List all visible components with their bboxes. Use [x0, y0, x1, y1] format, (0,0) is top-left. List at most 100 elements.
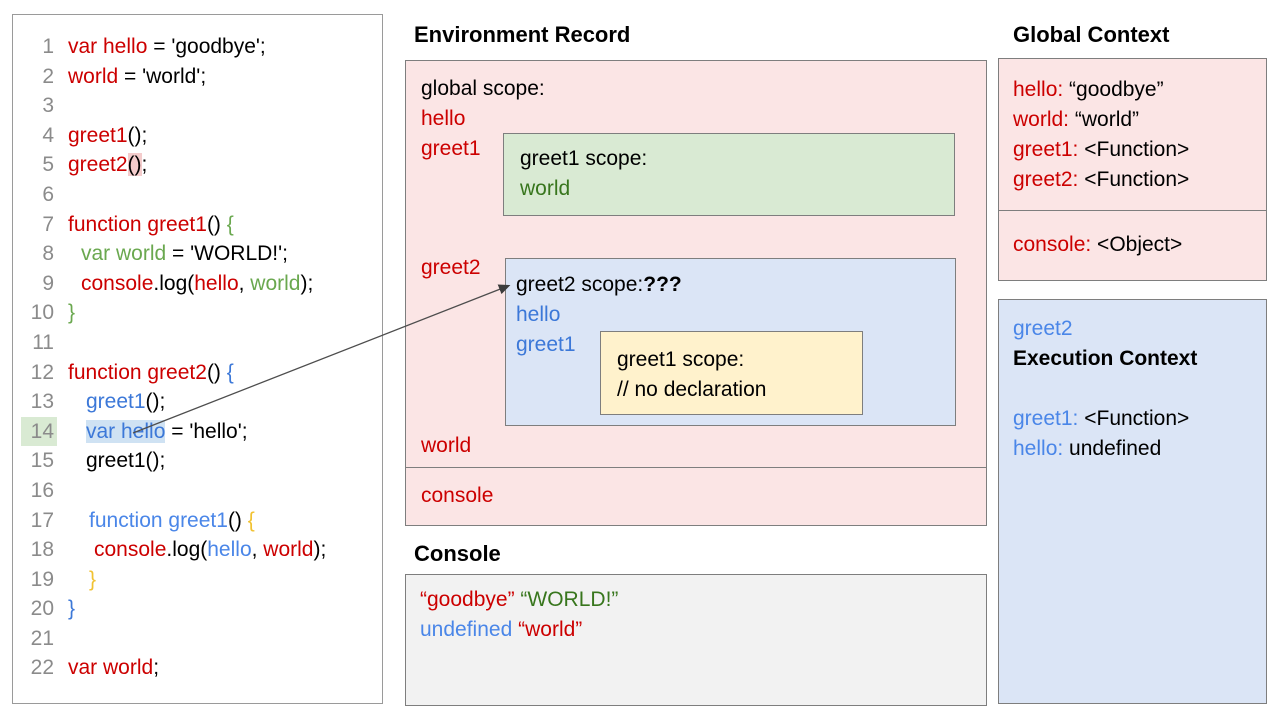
text-line: console: <Object>: [1013, 230, 1252, 260]
text-segment: hello: [516, 303, 561, 326]
line-number: 12: [30, 360, 54, 384]
text-line: hello: [421, 104, 545, 134]
greet1-scope-box: greet1 scope: world: [503, 133, 955, 216]
text-segment: greet1: [421, 137, 481, 160]
text-segment: );: [300, 271, 314, 295]
code-text: function greet1() {: [68, 506, 255, 536]
text-line: hello: [516, 300, 945, 330]
text-segment: var hello: [68, 35, 148, 58]
text-line: “goodbye” “WORLD!”: [420, 585, 972, 615]
line-number: 7: [42, 212, 54, 236]
text-segment: hello:: [1013, 437, 1064, 460]
text-segment: function greet1: [89, 508, 228, 532]
text-segment: greet1 scope:: [617, 348, 745, 371]
text-segment: greet1:: [1013, 138, 1079, 161]
text-segment: console: [94, 538, 167, 562]
text-line: Execution Context: [1013, 344, 1252, 374]
text-line: greet1: [516, 330, 945, 360]
code-text: greet1();: [68, 121, 147, 151]
text-segment: ???: [643, 273, 682, 296]
global-context-title: Global Context: [1013, 22, 1170, 47]
text-segment: hello:: [1013, 78, 1064, 101]
text-segment: var world: [81, 242, 167, 266]
text-segment: <Object>: [1091, 233, 1183, 256]
text-segment: console:: [1013, 233, 1092, 256]
line-number: 16: [30, 478, 54, 502]
text-line: greet2: <Function>: [1013, 165, 1252, 195]
text-segment: world: [520, 177, 571, 200]
text-segment: = 'goodbye';: [147, 35, 266, 58]
code-line: 6: [13, 180, 382, 210]
line-number: 8: [42, 242, 54, 266]
text-segment: greet1: [68, 123, 128, 147]
text-line: hello: “goodbye”: [1013, 75, 1252, 105]
code-line: 10}: [13, 298, 382, 328]
text-line: greet1: [421, 134, 545, 164]
code-text: var hello = 'goodbye';: [68, 32, 266, 62]
text-segment: {: [226, 212, 234, 236]
line-number: 11: [32, 330, 54, 354]
text-segment: .log(: [153, 271, 195, 295]
text-line: greet2 scope:???: [516, 270, 945, 300]
global-context-box: hello: “goodbye”world: “world”greet1: <F…: [998, 58, 1267, 281]
line-number: 2: [42, 64, 54, 88]
text-segment: world: [68, 64, 119, 88]
text-line: world: [520, 174, 938, 204]
environment-record-title: Environment Record: [414, 22, 631, 47]
text-segment: greet2:: [1013, 168, 1079, 191]
line-number: 3: [42, 94, 54, 118]
text-segment: var world: [68, 656, 154, 680]
text-segment: greet1 scope:: [520, 147, 648, 170]
text-segment: <Function>: [1078, 407, 1190, 430]
text-segment: // no declaration: [617, 378, 767, 401]
text-segment: ,: [238, 271, 251, 295]
code-line: 16: [13, 476, 382, 506]
text-line: greet1: <Function>: [1013, 135, 1252, 165]
console-title: Console: [414, 541, 501, 566]
code-text: var world = 'WORLD!';: [68, 239, 288, 269]
greet2-scope-labels: greet2 scope:??? hello greet1: [516, 270, 945, 360]
code-text: }: [68, 298, 75, 328]
line-number: 21: [30, 626, 54, 650]
text-line: world: “world”: [1013, 105, 1252, 135]
text-segment: “WORLD!”: [520, 588, 619, 611]
text-segment: greet1: [516, 333, 576, 356]
text-segment: ();: [127, 123, 148, 147]
line-number: 22: [30, 656, 54, 680]
text-segment: (): [206, 212, 227, 236]
code-text: var hello = 'hello';: [68, 417, 248, 447]
code-line: 7 function greet1() {: [13, 210, 382, 240]
text-segment: = 'world';: [118, 64, 207, 88]
text-segment: <Function>: [1078, 138, 1190, 161]
line-number: 6: [42, 182, 54, 206]
text-segment: ;: [141, 153, 148, 177]
line-number: 15: [30, 449, 54, 473]
text-segment: (): [206, 360, 227, 384]
text-segment: undefined: [1063, 437, 1162, 460]
line-number: 14: [21, 416, 57, 447]
text-segment: “goodbye”: [1063, 78, 1164, 101]
line-number: 18: [30, 538, 54, 562]
text-segment: function greet1: [68, 212, 207, 236]
text-segment: “goodbye”: [420, 588, 515, 611]
code-line: 14 var hello = 'hello';: [13, 416, 382, 447]
text-line: undefined “world”: [420, 615, 972, 645]
text-segment: );: [313, 538, 327, 562]
code-text: }: [68, 594, 75, 624]
text-segment: (): [227, 508, 248, 532]
code-text: world = 'world';: [68, 62, 206, 92]
code-line: 19}: [13, 565, 382, 595]
code-text: greet1();: [68, 387, 165, 417]
line-number: 5: [42, 153, 54, 177]
text-segment: console: [81, 271, 154, 295]
text-segment: hello: [207, 538, 252, 562]
code-text: var world;: [68, 653, 159, 683]
